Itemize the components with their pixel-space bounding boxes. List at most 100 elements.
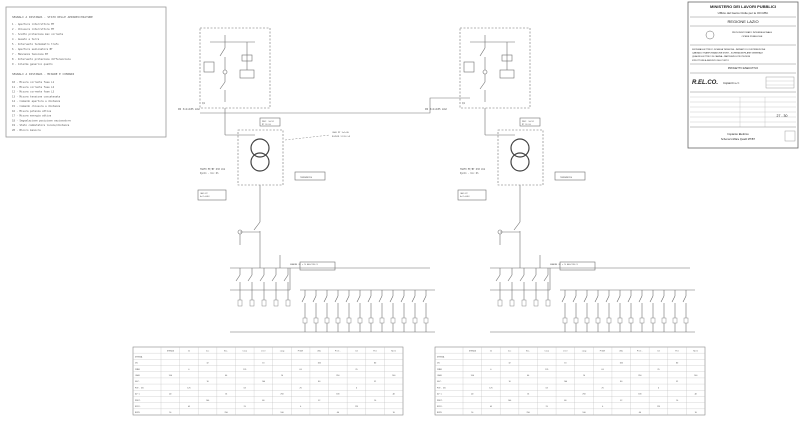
feeder-terminal	[324, 317, 330, 324]
table-cell: 125	[187, 387, 190, 389]
table-frame	[434, 346, 706, 416]
table-cell: 32	[676, 381, 678, 383]
legend-item: 9 - Allarme generico quadro	[12, 62, 53, 66]
transformer-note: Dyn11 - Ucc 6%	[200, 172, 219, 175]
table-cell: 6	[490, 369, 491, 371]
table-cell: 32	[508, 363, 510, 365]
table-header-cell: Sez.	[526, 350, 531, 352]
feeder-terminal	[346, 317, 352, 324]
legend-item: 3 - Scatto protezione max corrente	[12, 32, 64, 36]
table-header-cell: Id	[355, 350, 357, 352]
table-row-label: IMAX	[437, 368, 443, 371]
legend-item: 18 - Segnalazione posizione sezionatore	[12, 118, 71, 122]
table-cell: 6	[188, 369, 189, 371]
feeder-terminal	[595, 317, 601, 324]
feeder-terminal	[521, 299, 527, 307]
bt-main-breaker-blade	[253, 221, 261, 231]
feeder-breaker-blade	[638, 295, 643, 303]
legend-item: 16 - Misura potenza attiva	[12, 109, 52, 113]
table-row-label: PROT.	[437, 400, 443, 402]
feeder-breaker-blade	[660, 295, 665, 303]
table-row-label: NOTE	[135, 412, 141, 414]
table-cell: 80	[564, 400, 566, 402]
feeder-breaker-blade	[356, 295, 361, 303]
table-cell: 160	[564, 381, 567, 383]
table-cell: 125	[489, 387, 492, 389]
measure-box	[239, 69, 255, 79]
feeder-terminal	[368, 317, 374, 324]
table-row-label: IMAX	[135, 368, 141, 371]
transformer-primary-winding-icon	[250, 138, 270, 158]
ct-icon	[482, 69, 488, 75]
table-cell: 250	[582, 394, 585, 396]
annotation: PROT. 50/51	[262, 121, 274, 123]
transformer-label: TRAFO MT/BT 630 kVA	[200, 168, 226, 171]
feeder-breaker-blade	[594, 295, 599, 303]
legend-item: 14 - Comando apertura a distanza	[12, 99, 61, 103]
legend-item: 1 - Apertura interruttore MT	[12, 22, 55, 26]
table-cell: 63	[546, 387, 548, 389]
sub-panel-label-box	[559, 261, 596, 271]
table-row-label: NOTE	[437, 412, 443, 414]
table-cell: 40	[337, 412, 339, 414]
table-cell: 250	[527, 412, 530, 414]
annotation: PROT. 50/51	[522, 121, 534, 123]
trafo-protection-box	[259, 117, 281, 127]
annotation: CAVO MT 3x1x95	[332, 131, 350, 134]
table-row-label: IN	[437, 363, 440, 365]
feeder-terminal	[357, 317, 363, 324]
fuse-box	[501, 54, 513, 62]
mt-cell-tag: Q1	[202, 102, 205, 105]
bt-cable-box	[457, 189, 487, 201]
table-header-cell: P(kW)	[298, 350, 304, 352]
table-header-cell: L(m)	[563, 350, 568, 352]
table-row-label: ΔV %	[437, 393, 443, 396]
feeder-breaker-blade	[247, 274, 253, 282]
table-cell: 100	[169, 375, 172, 377]
table-cell: 10	[374, 400, 376, 402]
feeder-breaker-blade	[378, 295, 383, 303]
company-suffix: Impianti s.r.l.	[723, 81, 740, 85]
feeder-breaker-blade	[283, 274, 289, 282]
table-cell: 25	[602, 387, 604, 389]
table-cell: 100	[638, 394, 641, 396]
annotation: 4x(1x240)	[460, 196, 470, 198]
office-line: Ufficio del Genio Civile per le OO.MM.	[718, 11, 769, 15]
legend-item: 20 - Blocco manovra	[12, 128, 41, 132]
project-phase: PROGETTO ESECUTIVO	[728, 66, 758, 70]
table-cell: 40	[471, 394, 473, 396]
feeder-terminal	[313, 317, 319, 324]
table-cell: 125	[355, 406, 358, 408]
feeder-terminal	[401, 317, 407, 324]
transformer-enclosure	[237, 129, 284, 186]
table-row-label: IN	[135, 363, 138, 365]
feeder-breaker-blade	[507, 274, 513, 282]
footer-line-2: Schema Unifilare Quadri MT/BT	[721, 138, 755, 141]
table-cell: 63	[490, 406, 492, 408]
table-cell: 100	[582, 412, 585, 414]
table-frame	[132, 346, 404, 416]
sheet-number: 27 - 30	[777, 114, 788, 118]
table-cell: 160	[620, 363, 623, 365]
table-header-cell: Icc	[206, 350, 209, 352]
trafo-protection-box	[519, 117, 541, 127]
legend-item: 17 - Misura energia attiva	[12, 114, 52, 118]
bus-label: SBARRE 3F + N 400/230 V	[290, 263, 318, 266]
feeder-breaker-blade	[323, 295, 328, 303]
legend-item: 15 - Comando chiusura a distanza	[12, 104, 61, 108]
table-header-cell: Cavo	[544, 350, 549, 352]
annotation: 4x(1x240)	[200, 196, 210, 198]
table-cell: 25	[657, 369, 659, 371]
table-cell: 40	[225, 375, 227, 377]
feeder-terminal	[606, 317, 612, 324]
protection-relay-box	[203, 61, 215, 73]
table-cell: 63	[602, 369, 604, 371]
feeder-breaker-blade	[259, 274, 265, 282]
stamp-line-2: OPERE PUBBLICHE	[742, 36, 763, 38]
feeder-terminal	[423, 317, 429, 324]
cable-label-right: IN 3x1x185 mm2	[425, 107, 447, 111]
table-header-cell: Cavo	[242, 350, 247, 352]
feeder-breaker-blade	[531, 274, 537, 282]
feeder-terminal	[261, 299, 267, 307]
feeder-terminal	[661, 317, 667, 324]
